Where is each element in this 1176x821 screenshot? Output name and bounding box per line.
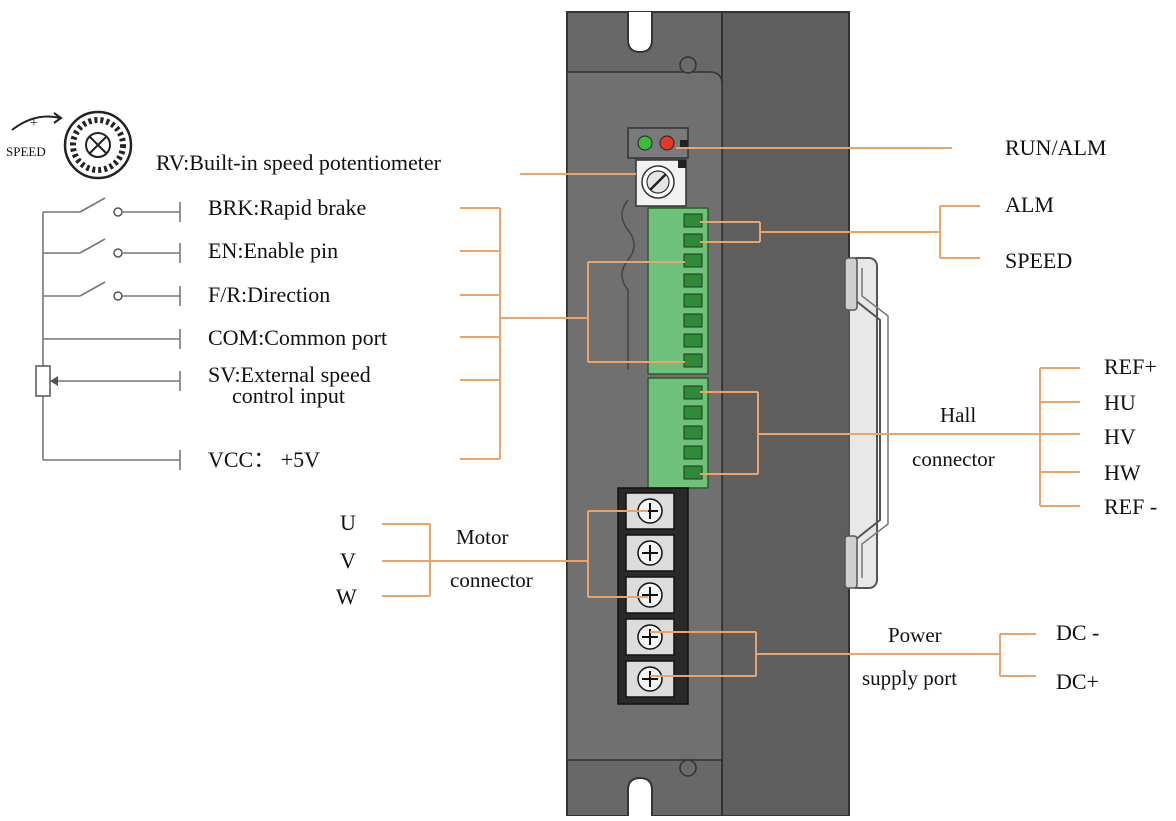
label-hw: HW <box>1104 460 1141 485</box>
label-w: W <box>336 584 357 609</box>
label-motor-line2: connector <box>450 568 533 592</box>
label-vcc: VCC： +5V <box>208 447 320 472</box>
speed-potentiometer <box>635 159 687 207</box>
label-rv: RV:Built-in speed potentiometer <box>156 150 442 175</box>
label-brk: BRK:Rapid brake <box>208 195 366 220</box>
run-led-icon <box>637 135 653 151</box>
alarm-led-icon <box>659 135 675 151</box>
label-ref-minus: REF - <box>1104 494 1157 519</box>
label-com: COM:Common port <box>208 325 387 350</box>
label-ref-plus: REF+ <box>1104 354 1157 379</box>
label-run-alm: RUN/ALM <box>1005 135 1106 160</box>
label-en: EN:Enable pin <box>208 238 338 263</box>
hall-terminal-block <box>647 377 709 489</box>
label-hu: HU <box>1104 390 1136 415</box>
label-v: V <box>340 548 356 573</box>
label-dc-plus: DC+ <box>1056 669 1099 694</box>
label-speed: SPEED <box>1005 248 1072 273</box>
labels: RV:Built-in speed potentiometer BRK:Rapi… <box>156 135 1157 694</box>
label-sv-line2: control input <box>232 383 345 408</box>
speed-knob-icon: + SPEED <box>6 110 133 180</box>
speed-icon-label: SPEED <box>6 144 46 159</box>
label-motor-line1: Motor <box>456 525 509 549</box>
led-indicators <box>627 127 689 159</box>
label-power-line1: Power <box>888 623 942 647</box>
label-u: U <box>340 510 356 535</box>
din-rail-clip <box>844 257 889 589</box>
external-signal-circuit <box>35 197 181 470</box>
speed-icon-plus: + <box>30 116 38 131</box>
signal-wiring-lines <box>382 147 1080 677</box>
label-hall-line1: Hall <box>940 403 976 427</box>
label-alm: ALM <box>1005 192 1054 217</box>
label-sv-line1: SV:External speed <box>208 362 371 387</box>
signal-terminal-block <box>647 207 709 375</box>
label-hv: HV <box>1104 424 1136 449</box>
label-fr: F/R:Direction <box>208 282 330 307</box>
label-power-line2: supply port <box>862 666 957 690</box>
label-dc-minus: DC - <box>1056 620 1099 645</box>
label-hall-line2: connector <box>912 447 995 471</box>
